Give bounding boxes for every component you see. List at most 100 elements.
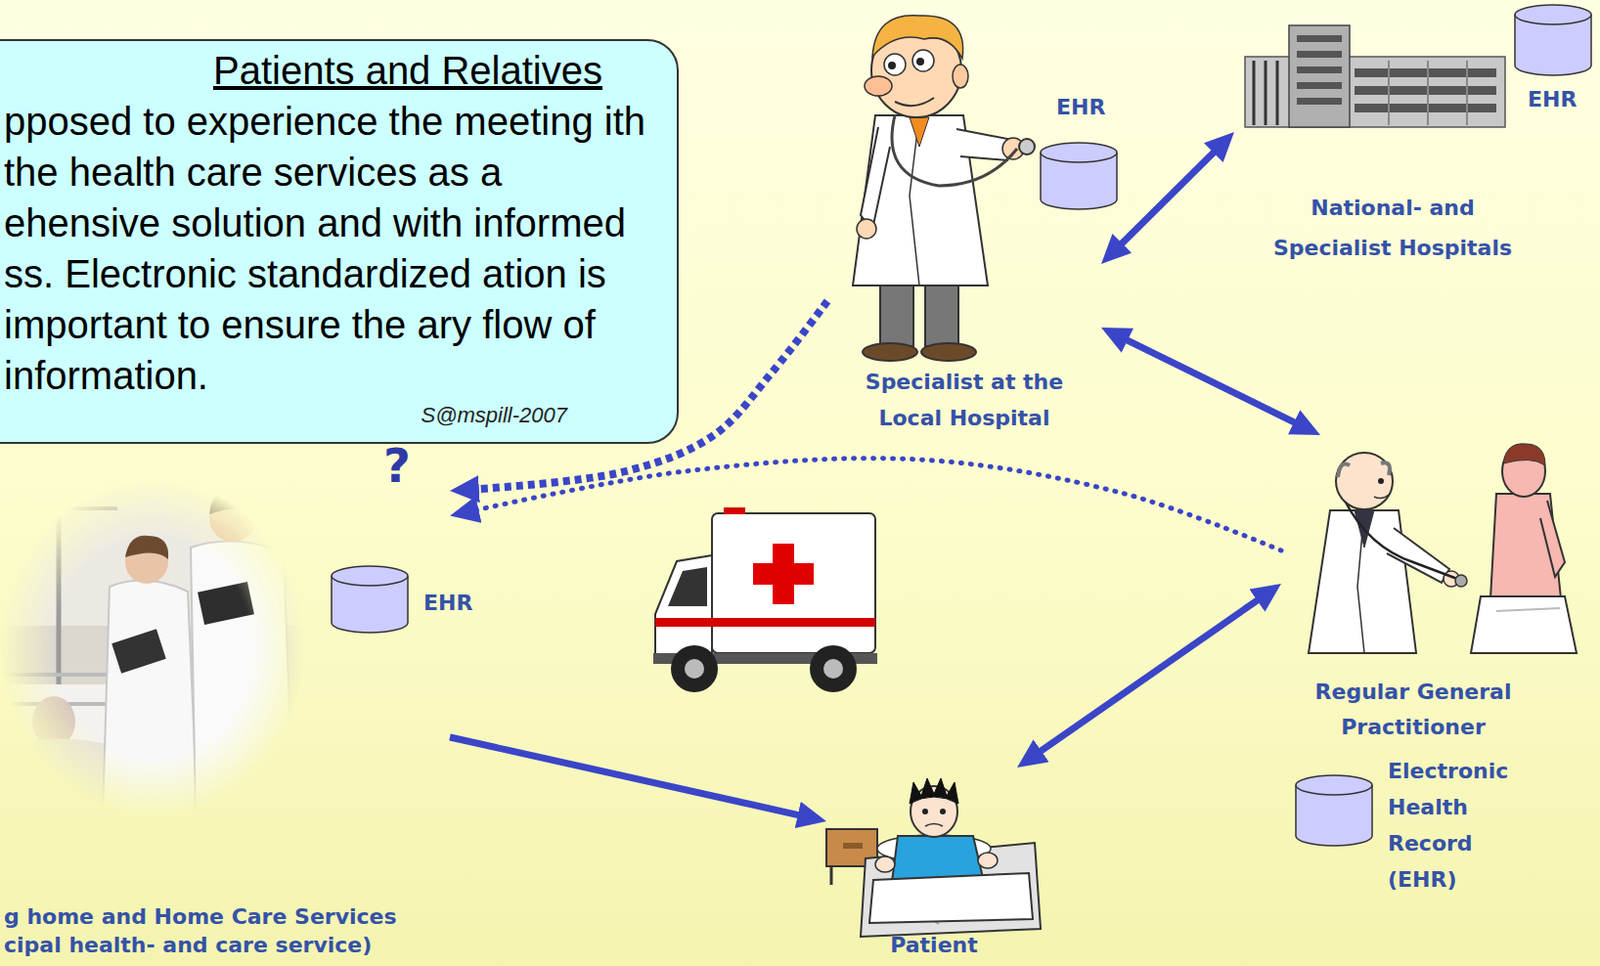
specialist-figure-part xyxy=(856,219,877,239)
ambulance-part xyxy=(667,567,708,607)
hospital-node: National- and Specialist Hospitals xyxy=(1234,21,1528,268)
ehr-label: EHR xyxy=(1056,93,1115,122)
callout-box: Patients and Relativespposed to experien… xyxy=(0,39,679,445)
ehr-cylinder xyxy=(1514,4,1592,76)
patient-in-bed xyxy=(826,778,1041,937)
specialist-figure-part xyxy=(884,53,906,76)
patient-in-bed-part xyxy=(939,808,946,815)
nursing-photo-part xyxy=(125,535,169,560)
hospital-building-part xyxy=(1252,60,1256,126)
flow-arrow xyxy=(449,737,809,818)
label-slot: EHR xyxy=(423,589,483,618)
node-caption: g home and Home Care Services cipal heal… xyxy=(3,902,435,960)
patient-in-bed-part xyxy=(977,852,998,869)
nursing-photo-part xyxy=(0,479,307,817)
specialist-figure-part xyxy=(891,115,1018,186)
hospital-building-part xyxy=(1387,60,1390,126)
specialist-figure-part xyxy=(894,97,934,106)
ambulance-part xyxy=(684,659,705,679)
label-slot: Electronic Health Record (EHR) xyxy=(1387,753,1520,898)
hospital-building-part xyxy=(1296,66,1342,74)
ambulance-part xyxy=(723,507,746,515)
examined-patient-figure xyxy=(1470,444,1577,654)
hospital-building-part xyxy=(1276,60,1280,126)
label-slot: EHR xyxy=(1056,93,1115,122)
ehr-cylinder-part xyxy=(1040,142,1117,163)
signature: S@mspill-2007 xyxy=(3,400,656,431)
node-caption: Regular General Practitioner xyxy=(1300,674,1526,746)
specialist-figure-part xyxy=(880,283,914,347)
nursing-photo-part xyxy=(190,541,294,817)
examined-patient-figure-part xyxy=(1540,500,1565,578)
hospital-building-part xyxy=(1296,50,1342,58)
hospital-building-part xyxy=(1354,68,1497,78)
patient-in-bed-part xyxy=(925,824,943,828)
ambulance-part xyxy=(809,645,857,693)
specialist-figure-part xyxy=(864,76,892,96)
gp-figure xyxy=(1308,452,1467,654)
gp-figure-part xyxy=(1335,452,1393,510)
specialist-figure-part xyxy=(952,64,969,89)
nursing-photo-part xyxy=(56,493,62,685)
hospital-building-part xyxy=(1296,35,1342,43)
specialist-figure-part xyxy=(916,57,925,66)
gp-figure-part xyxy=(1455,575,1467,587)
gp-figure-part xyxy=(1380,462,1390,476)
ehr-cylinder xyxy=(331,566,408,633)
node-caption: Patient xyxy=(826,932,1042,960)
ehr-cylinder-part xyxy=(1295,775,1373,796)
ehr-caption: Electronic Health Record (EHR) xyxy=(1387,753,1520,898)
specialist-figure-part xyxy=(921,343,977,361)
ambulance-part xyxy=(670,645,718,693)
nursing-photo-part xyxy=(0,672,118,677)
hospital-building-part xyxy=(1296,97,1342,105)
flow-arrow xyxy=(1116,335,1305,428)
ambulance-part xyxy=(753,563,814,585)
hospital-building-part xyxy=(1466,60,1468,126)
ambulance-part xyxy=(655,555,712,661)
hospital-building-part xyxy=(1244,56,1506,128)
ehr-cylinder xyxy=(1295,775,1373,846)
hospital-building-part xyxy=(1296,82,1342,89)
node-caption: Specialist at the Local Hospital xyxy=(851,363,1077,437)
node-caption: National- and Specialist Hospitals xyxy=(1250,187,1535,268)
specialist-figure-part xyxy=(888,61,896,70)
specialist-figure-part xyxy=(912,49,934,72)
specialist-figure-part xyxy=(860,127,890,230)
label-slot: ? xyxy=(383,438,423,493)
hospital-building-part xyxy=(1354,103,1497,113)
specialist-figure xyxy=(852,15,1035,361)
hospital-building xyxy=(1244,25,1506,128)
examined-patient-figure-part xyxy=(1503,444,1546,466)
examined-patient-figure-part xyxy=(1470,596,1577,654)
hospital-building-part xyxy=(1264,60,1268,126)
patient-in-bed-part xyxy=(922,808,929,815)
patient-in-bed-part xyxy=(869,873,1033,924)
specialist-figure-part xyxy=(909,117,930,147)
ehr-cylinder xyxy=(1040,142,1117,210)
nursing-photo-part xyxy=(209,490,257,519)
patient-in-bed-part xyxy=(830,866,834,886)
hospital-building-part xyxy=(1426,60,1429,126)
flow-arrow xyxy=(1031,593,1267,757)
nursing-photo-part xyxy=(58,506,118,511)
label-slot: EHR xyxy=(1527,86,1587,114)
patient-in-bed-part xyxy=(875,856,895,873)
ambulance-part xyxy=(655,618,876,627)
specialist-figure-part xyxy=(925,283,959,347)
ambulance-part xyxy=(711,513,876,654)
ehr-label: EHR xyxy=(1527,86,1587,114)
hospital-building-part xyxy=(1288,25,1350,128)
callout-heading: Patients and Relatives xyxy=(3,44,656,96)
gp-node: Regular General Practitioner xyxy=(1281,435,1585,746)
nursing-node: g home and Home Care Services cipal heal… xyxy=(0,484,450,960)
patient-in-bed-part xyxy=(909,778,959,804)
gp-figure-part xyxy=(1374,494,1389,499)
nursing-photo-part xyxy=(111,628,167,673)
ehr-cylinder-part xyxy=(1514,4,1592,25)
nursing-photo-part xyxy=(102,580,198,817)
specialist-figure-part xyxy=(862,343,918,361)
specialist-figure-part xyxy=(956,129,1008,161)
callout-text: pposed to experience the meeting ith the… xyxy=(3,95,656,401)
